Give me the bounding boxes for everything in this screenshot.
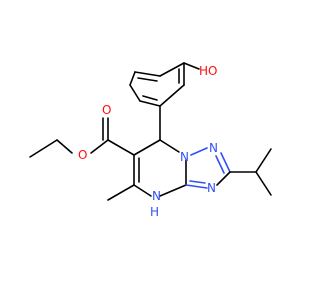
bond xyxy=(107,184,135,201)
bond xyxy=(255,148,272,173)
atom-label-carbonyl-oxygen: O xyxy=(102,103,111,117)
bond xyxy=(220,152,231,173)
bond xyxy=(139,100,161,107)
atom-label-hydroxyl-oxygen: HO xyxy=(199,64,217,78)
bond xyxy=(183,62,200,70)
bond xyxy=(255,171,272,196)
atom-label-nitrogen-n2: N xyxy=(209,141,218,155)
atom-label-nitrogen-n3: N xyxy=(207,181,216,195)
bond xyxy=(129,84,141,102)
bond xyxy=(129,71,136,86)
atom-label-nh-hydrogen: H xyxy=(150,205,159,219)
bond xyxy=(189,180,206,184)
bond xyxy=(134,71,161,77)
atom-label-nh-nitrogen: N xyxy=(152,189,161,203)
bond xyxy=(56,139,73,154)
atom-label-ester-oxygen: O xyxy=(78,148,87,162)
atom-label-nitrogen-n1: N xyxy=(180,150,189,164)
bond xyxy=(133,184,152,197)
bond xyxy=(159,84,185,107)
bond xyxy=(29,139,58,158)
bond xyxy=(185,184,208,189)
atom-labels: HO O O N N N N H xyxy=(78,64,218,219)
bond xyxy=(137,77,158,82)
bond xyxy=(190,147,208,156)
bond xyxy=(107,139,135,156)
molecule-structure: HO O O N N N N H xyxy=(29,62,272,219)
bond xyxy=(159,139,180,153)
bond xyxy=(215,155,225,174)
bonds xyxy=(29,62,272,201)
bond xyxy=(159,62,185,77)
bond xyxy=(159,184,187,197)
bond xyxy=(133,139,161,156)
bond xyxy=(90,139,109,154)
bond xyxy=(142,95,158,101)
bond xyxy=(216,171,231,186)
